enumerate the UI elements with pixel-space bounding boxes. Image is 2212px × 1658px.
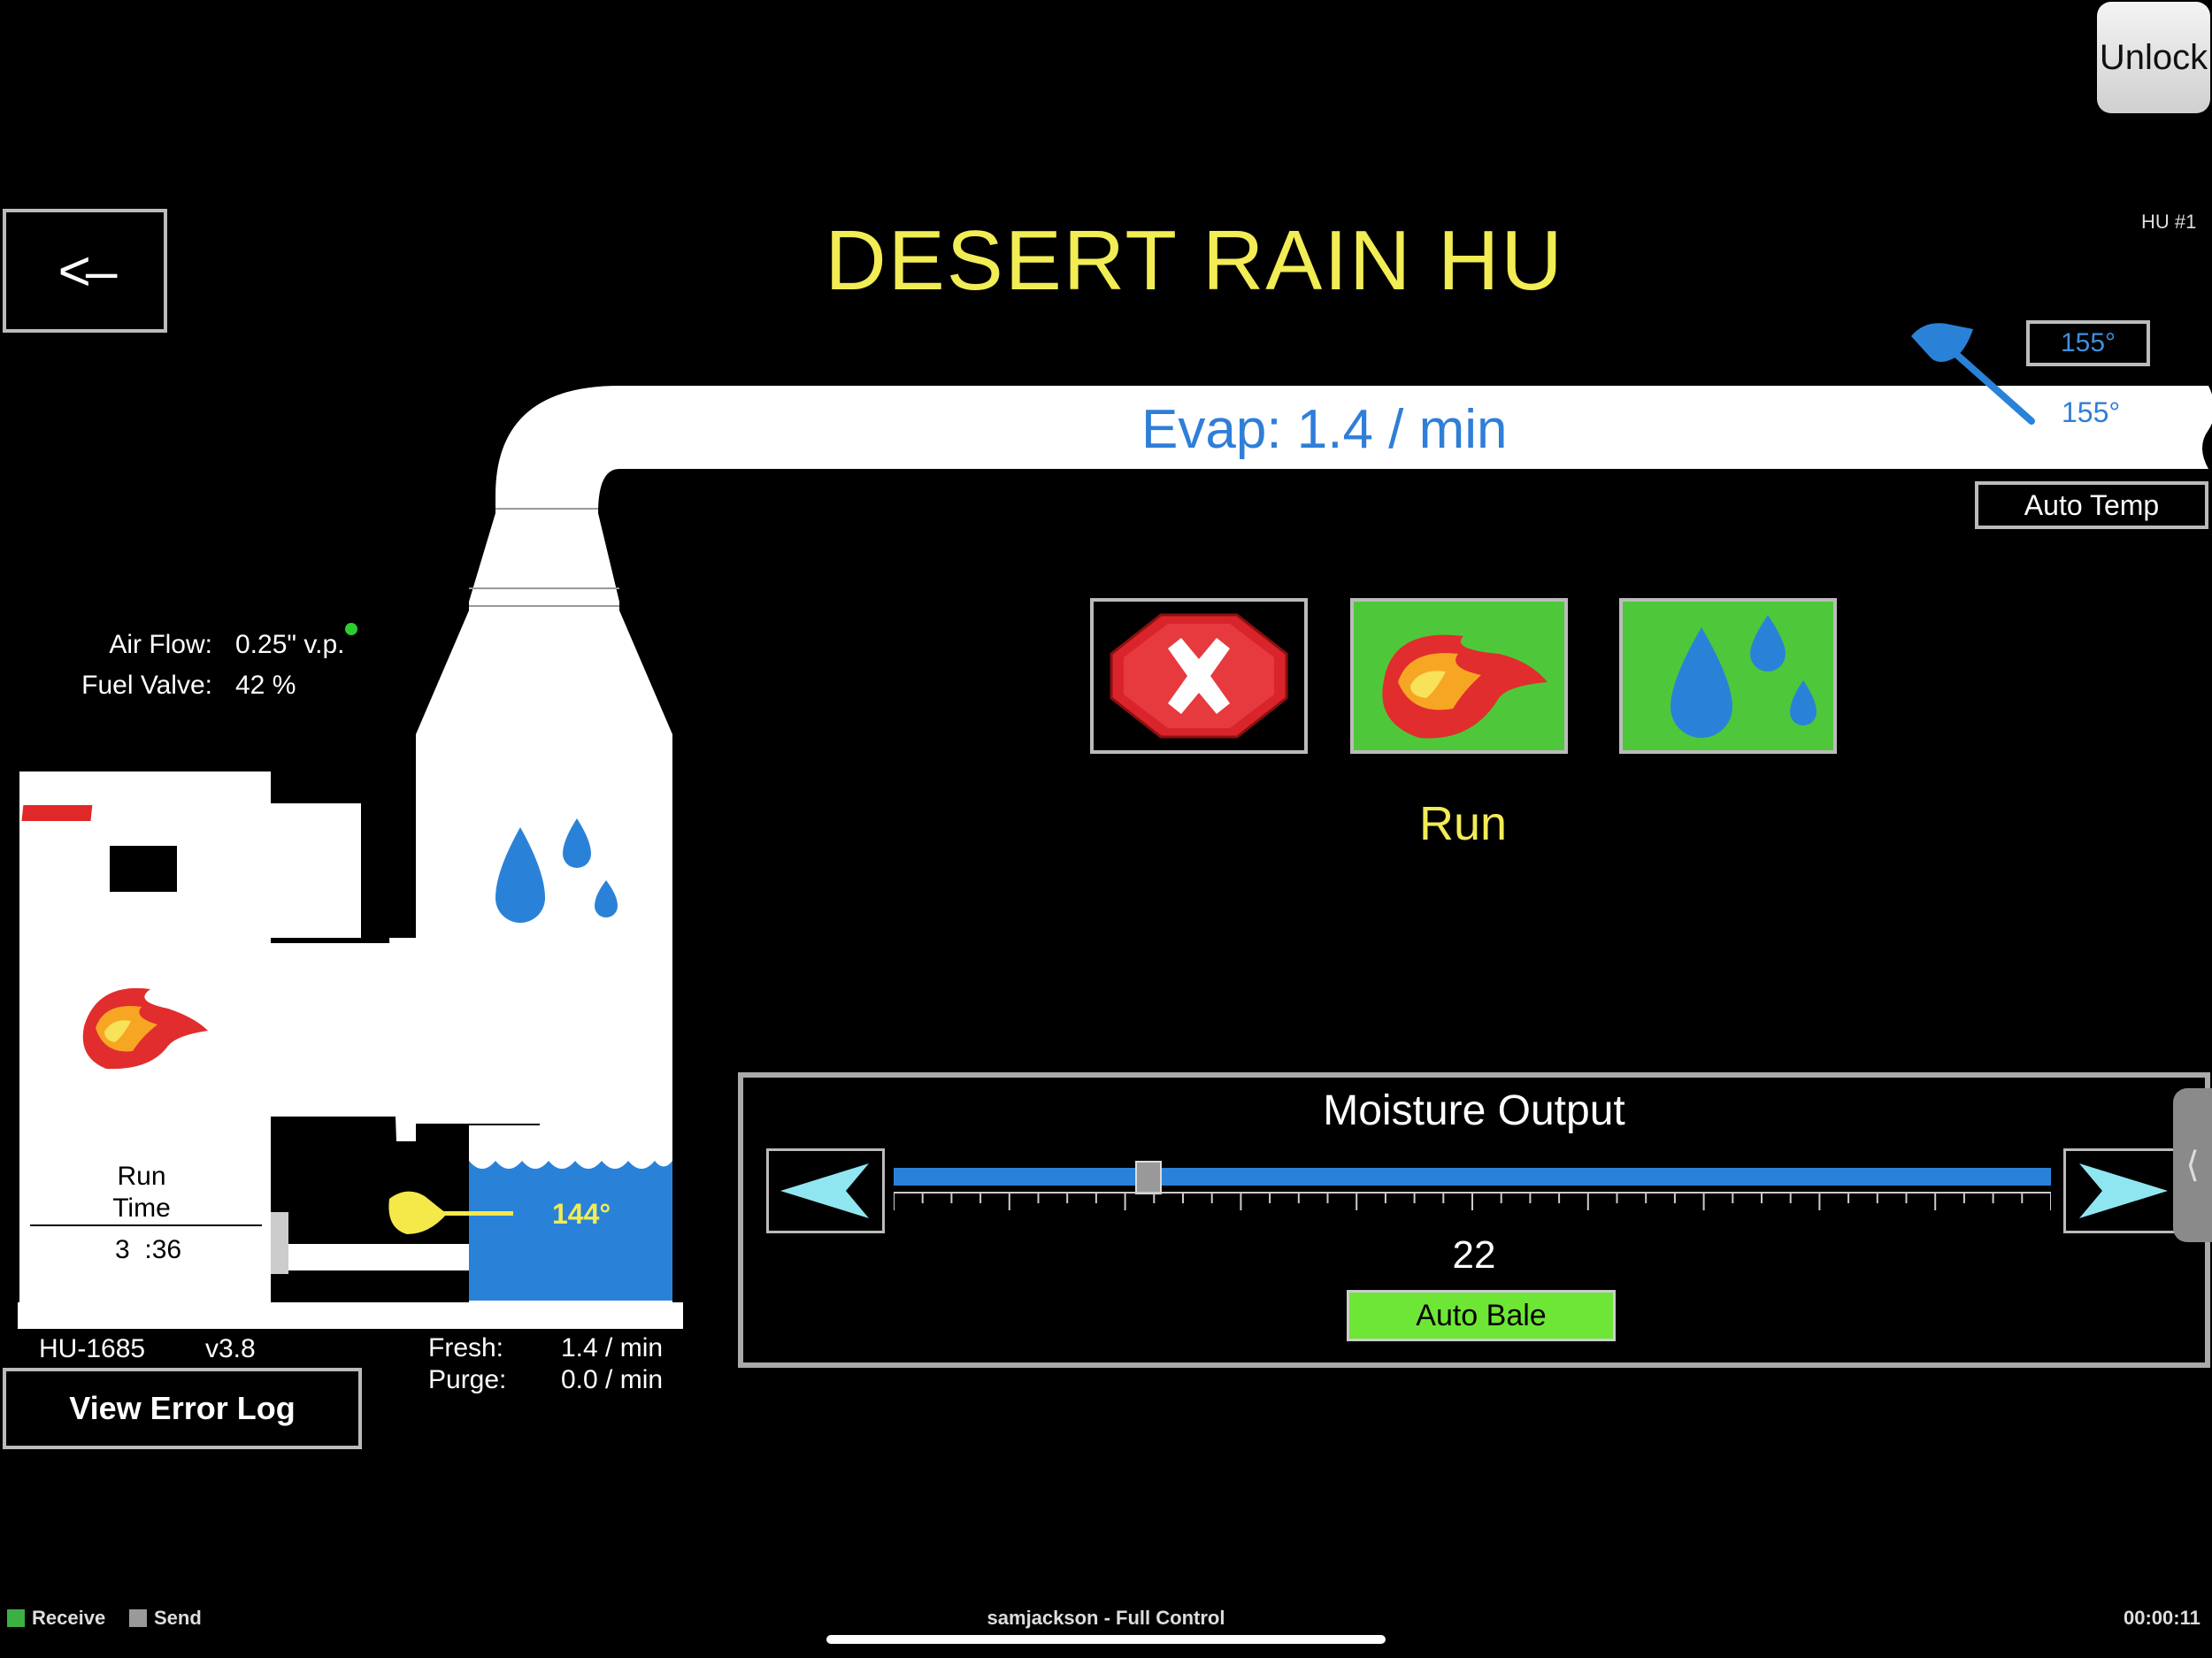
flame-icon xyxy=(1382,634,1548,739)
moisture-value: 22 xyxy=(1452,1233,1496,1277)
auto-temp-button[interactable]: Auto Temp xyxy=(1975,481,2208,529)
purge-value: 0.0 / min xyxy=(561,1365,664,1394)
duct-pipe xyxy=(495,386,2212,513)
tank-nozzle-icon xyxy=(388,1191,513,1234)
decrease-button[interactable] xyxy=(766,1148,885,1233)
page-title: DESERT RAIN HU xyxy=(825,213,1564,308)
home-indicator[interactable] xyxy=(826,1635,1386,1644)
duct-temp-probe-icon xyxy=(1911,323,2035,425)
back-arrow-icon: <– xyxy=(58,239,118,303)
air-flow-status-dot xyxy=(345,623,357,635)
duct-temperature: 155° xyxy=(2062,396,2121,428)
send-status-icon xyxy=(129,1609,147,1627)
run-time-label: Run Time xyxy=(112,1162,171,1223)
fuel-valve-value: 42 % xyxy=(235,671,296,700)
scrubber-stack xyxy=(416,513,672,752)
air-flow-value: 0.25" v.p. xyxy=(235,630,345,659)
run-time-divider xyxy=(30,1224,262,1226)
firmware-version: v3.8 xyxy=(205,1334,256,1363)
fuel-valve-label: Fuel Valve: xyxy=(81,671,212,700)
flow-readouts: Fresh: 1.4 / min Purge: 0.0 / min xyxy=(428,1332,663,1396)
evap-rate: Evap: 1.4 / min xyxy=(1141,399,1508,460)
moisture-output-panel: Moisture Output 22 Auto Bale xyxy=(738,1072,2210,1368)
side-drawer-handle[interactable]: ⟨ xyxy=(2173,1088,2212,1242)
moisture-slider[interactable] xyxy=(894,1168,2051,1186)
burner-button[interactable] xyxy=(1350,598,1568,754)
stop-icon xyxy=(1110,613,1288,739)
session-info: samjackson - Full Control xyxy=(987,1607,1225,1629)
moisture-slider-handle[interactable] xyxy=(1134,1161,1162,1194)
receive-status-icon xyxy=(7,1609,25,1627)
gauge-readouts: Air Flow: 0.25" v.p. Fuel Valve: 42 % xyxy=(71,625,345,706)
unlock-button[interactable]: Unlock xyxy=(2097,2,2210,113)
fresh-value: 1.4 / min xyxy=(561,1333,664,1362)
purge-label: Purge: xyxy=(428,1365,507,1394)
unit-number: HU #1 xyxy=(2141,211,2197,233)
burner-flame-icon xyxy=(82,987,208,1070)
temp-setpoint-field[interactable]: 155° xyxy=(2026,320,2150,366)
fresh-label: Fresh: xyxy=(428,1333,504,1362)
session-timer: 00:00:11 xyxy=(2124,1607,2200,1629)
water-button[interactable] xyxy=(1619,598,1837,754)
auto-bale-button[interactable]: Auto Bale xyxy=(1347,1290,1616,1341)
air-flow-label: Air Flow: xyxy=(109,630,212,659)
water-drops-icon xyxy=(1671,615,1816,738)
left-arrow-icon xyxy=(780,1163,869,1218)
send-indicator: Send xyxy=(129,1607,202,1630)
moisture-title: Moisture Output xyxy=(1323,1087,1625,1134)
right-arrow-icon xyxy=(2079,1163,2168,1218)
view-error-log-button[interactable]: View Error Log xyxy=(3,1368,362,1449)
stop-button[interactable] xyxy=(1090,598,1308,754)
receive-indicator: Receive xyxy=(7,1607,105,1630)
increase-button[interactable] xyxy=(2063,1148,2182,1233)
run-time-value: 3 :36 xyxy=(115,1235,182,1264)
run-status: Run xyxy=(1419,797,1508,850)
tank-temperature: 144° xyxy=(552,1198,611,1230)
chevron-left-icon: ⟨ xyxy=(2185,1146,2200,1185)
back-button[interactable]: <– xyxy=(3,209,167,333)
stack-water-drops-icon xyxy=(495,818,618,923)
model-number: HU-1685 xyxy=(39,1334,146,1363)
slider-ticks xyxy=(894,1192,2051,1210)
